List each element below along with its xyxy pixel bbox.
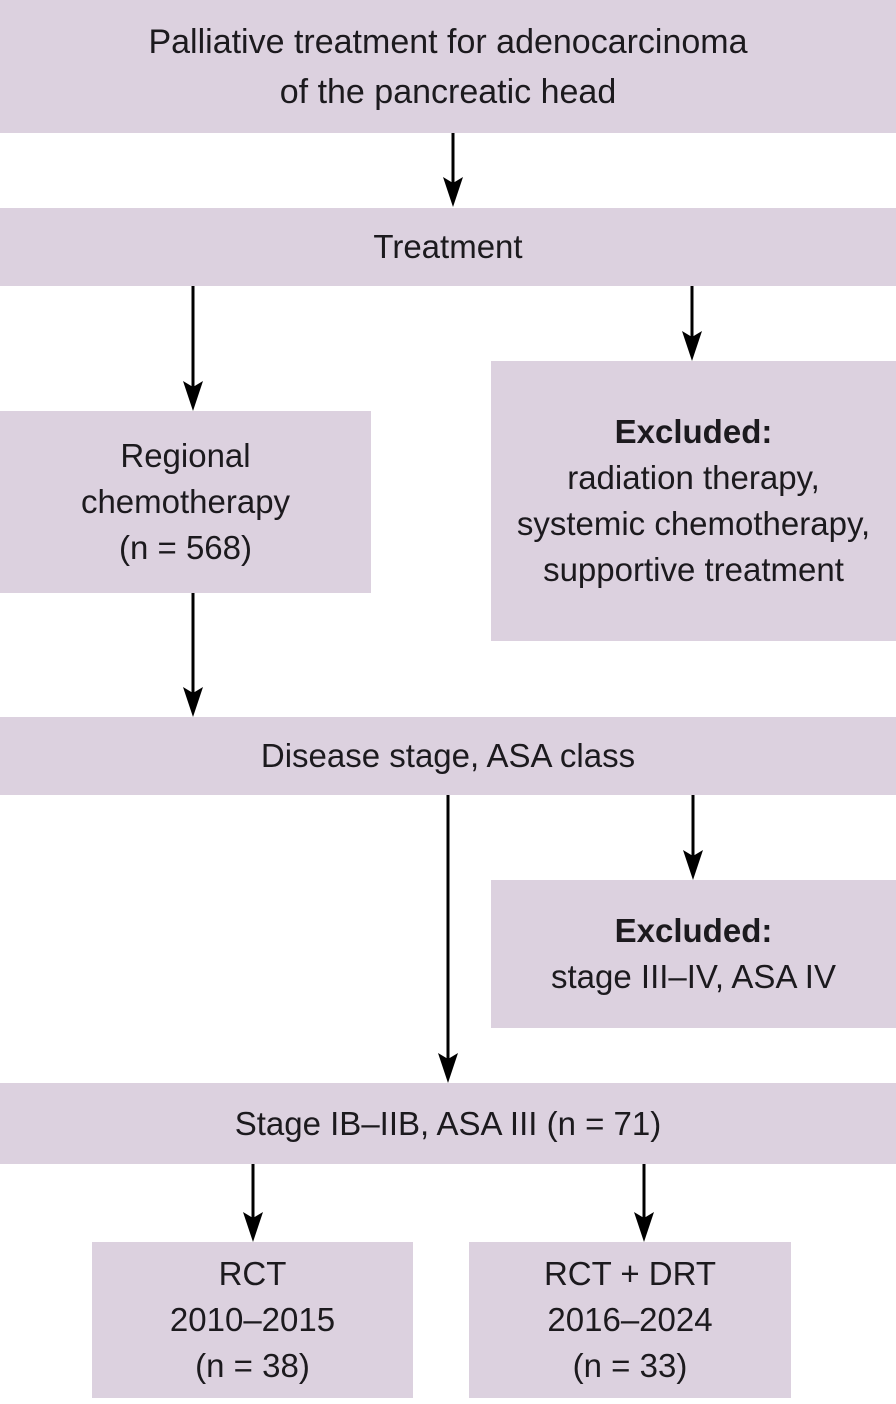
node-rct-line: 2010–2015 [169,1301,336,1338]
flow-arrow [243,1164,263,1242]
flow-arrow [443,133,463,207]
node-regional-chemotherapy: Regional chemotherapy (n = 568) [0,411,371,593]
node-disease-stage: Disease stage, ASA class [0,717,896,795]
flow-arrow [438,795,458,1083]
node-rct-drt: RCT + DRT 2016–2024 (n = 33) [469,1242,791,1398]
node-rct-line: (n = 38) [195,1347,310,1384]
flow-arrow [683,795,703,880]
excluded-heading: Excluded: [614,912,773,949]
node-disease-stage-label: Disease stage, ASA class [260,737,636,774]
node-rct-line: RCT [218,1255,287,1292]
excluded-heading: Excluded: [614,413,773,450]
node-rct: RCT 2010–2015 (n = 38) [92,1242,413,1398]
node-rct-drt-line: RCT + DRT [543,1255,717,1292]
node-title-line: of the pancreatic head [279,72,617,111]
node-stage-selected: Stage IB–IIB, ASA III (n = 71) [0,1083,896,1164]
node-regional-line: (n = 568) [119,529,252,566]
excluded-treatment-line: radiation therapy, [567,459,820,496]
node-rct-drt-line: 2016–2024 [547,1301,713,1338]
node-treatment: Treatment [0,208,896,286]
node-regional-line: chemotherapy [80,483,291,520]
flow-arrow [634,1164,654,1242]
flow-arrow [183,286,203,411]
node-title: Palliative treatment for adenocarcinoma … [0,0,896,133]
node-excluded-stage: Excluded: stage III–IV, ASA IV [491,880,896,1028]
excluded-treatment-line: systemic chemotherapy, [516,505,871,542]
node-excluded-treatment: Excluded: radiation therapy, systemic ch… [491,361,896,641]
node-treatment-label: Treatment [373,228,523,265]
node-rct-drt-line: (n = 33) [572,1347,688,1384]
node-title-line: Palliative treatment for adenocarcinoma [148,22,748,61]
excluded-treatment-line: supportive treatment [543,551,844,588]
node-regional-line: Regional [120,437,251,474]
node-stage-selected-label: Stage IB–IIB, ASA III (n = 71) [234,1104,662,1142]
excluded-stage-line: stage III–IV, ASA IV [551,958,836,995]
flow-arrow [183,593,203,717]
flow-arrow [682,286,702,361]
